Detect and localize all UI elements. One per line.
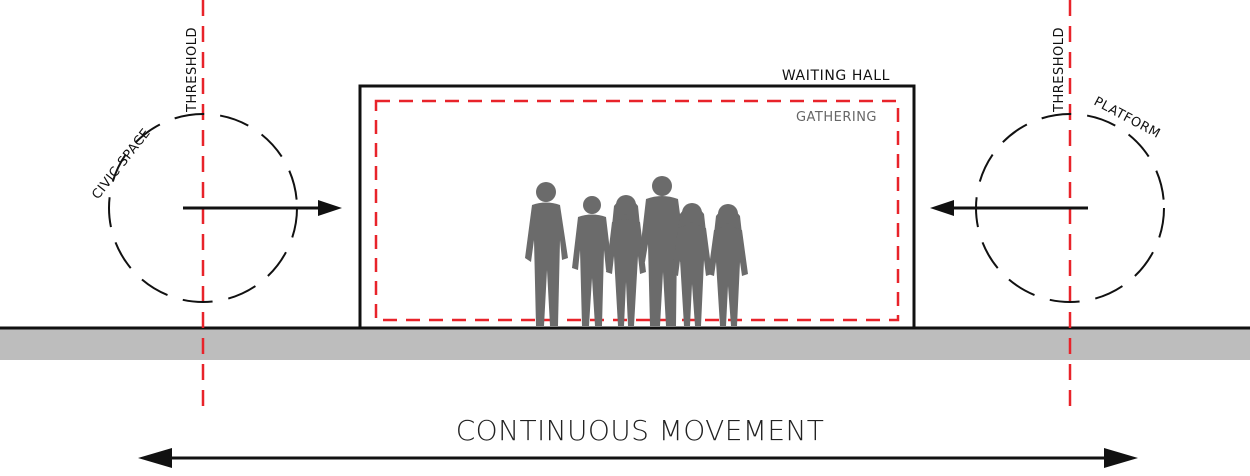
double-arrow-right-head-icon: [1104, 448, 1138, 468]
arrowhead-right-icon: [318, 200, 342, 216]
continuous-movement-label: CONTINUOUS MOVEMENT: [456, 414, 825, 447]
threshold-label-left: THRESHOLD: [185, 27, 200, 113]
ground-band: [0, 328, 1250, 360]
threshold-label-right: THRESHOLD: [1052, 27, 1067, 113]
people-silhouettes: [525, 176, 748, 326]
person-silhouette: [525, 182, 568, 326]
waiting-hall-label: WAITING HALL: [782, 68, 890, 84]
gathering-label: GATHERING: [796, 110, 877, 125]
person-silhouette: [572, 196, 612, 326]
person-silhouette: [606, 195, 646, 326]
platform-label: PLATFORM: [1091, 94, 1163, 142]
person-silhouette: [708, 204, 748, 326]
civic-space-label: CIVIC SPACE: [89, 126, 154, 203]
double-arrow-left-head-icon: [138, 448, 172, 468]
arrowhead-left-icon: [930, 200, 954, 216]
